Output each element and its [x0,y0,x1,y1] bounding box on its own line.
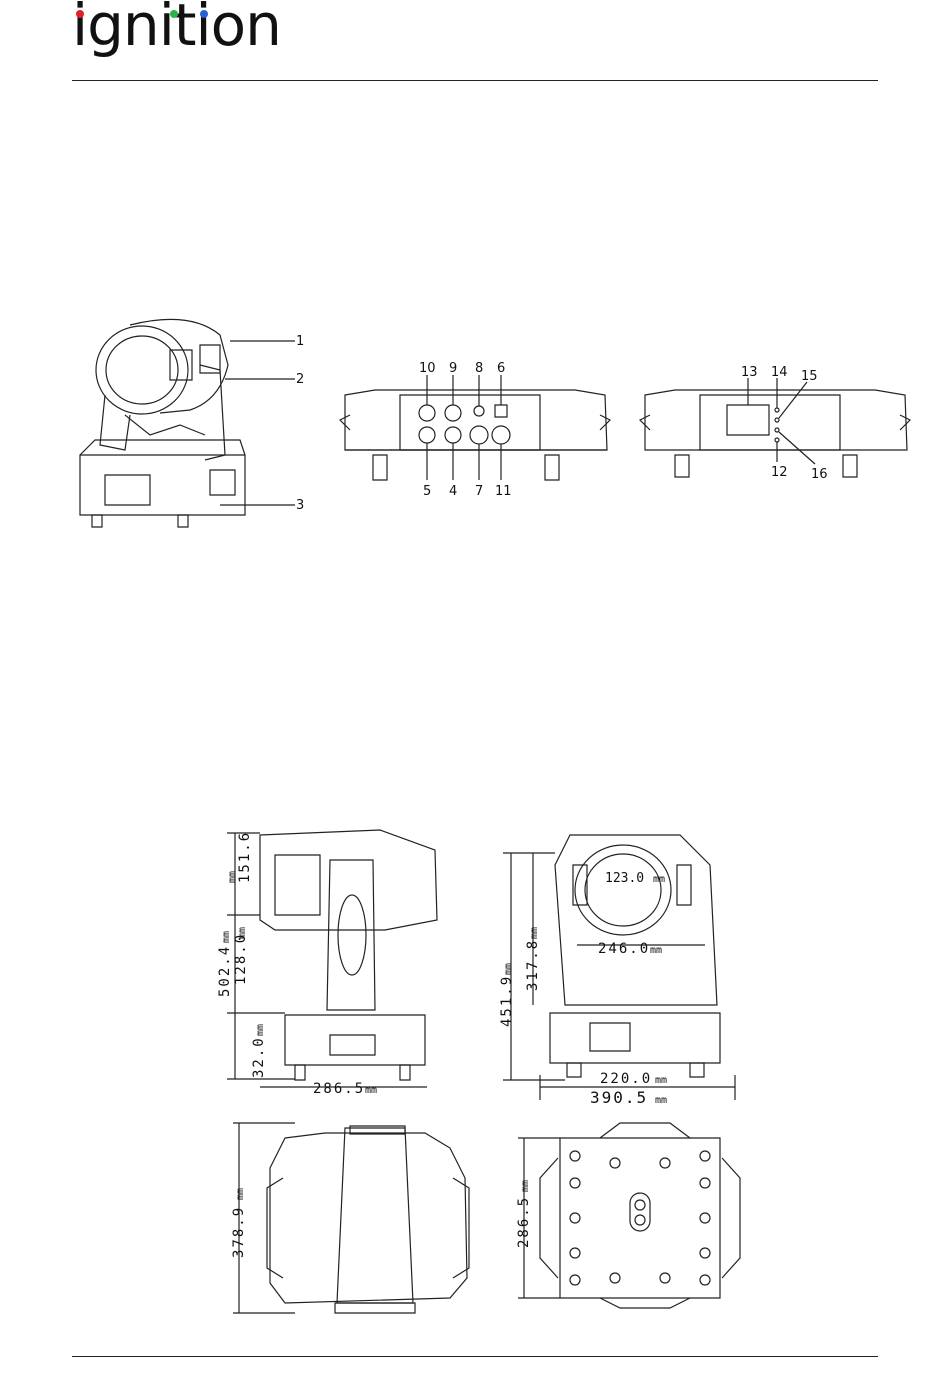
callout-13: 13 [741,365,758,380]
logo-dot-blue [200,10,208,18]
side-dimension-drawing: 151.6 mm 502.4 mm 128.0 mm 32.0 mm 286.5… [215,825,455,1100]
side-dim-286-unit: mm [365,1085,377,1096]
front-dim-390-unit: mm [655,1095,667,1106]
top-dim-378: 378.9 [231,1206,247,1258]
bottom-dim-286-unit: mm [520,1180,531,1192]
side-dim-286: 286.5 [313,1081,365,1097]
front-dim-390: 390.5 [590,1088,648,1107]
front-dim-451: 451.9 [499,975,515,1027]
callout-8: 8 [475,361,483,376]
side-dim-128-unit: mm [237,927,248,939]
callout-10: 10 [419,361,436,376]
logo-dot-red [76,10,84,18]
callout-5: 5 [423,484,431,499]
callout-15: 15 [801,369,818,384]
top-dim-378-unit: mm [235,1188,246,1200]
logo-dot-green [170,10,178,18]
header-rule [72,80,878,81]
display-panel-drawing: 13 14 15 12 16 [635,360,915,490]
front-dim-220: 220.0 [600,1071,652,1087]
front-dim-451-unit: mm [503,963,514,975]
side-dim-502: 502.4 [217,945,233,997]
front-dim-lens-unit: mm [653,874,665,885]
front-dim-yoke-unit: mm [650,945,662,956]
side-dim-502-unit: mm [221,931,232,943]
top-view-drawing: 378.9 mm [225,1118,485,1318]
front-dim-lens: 123.0 [605,871,644,886]
callout-4: 4 [449,484,457,499]
footer-rule [72,1356,878,1357]
bottom-dim-286: 286.5 [516,1196,532,1248]
callout-2: 2 [296,372,304,387]
callout-3: 3 [296,498,304,513]
callout-1: 1 [296,334,304,349]
callout-11: 11 [495,484,512,499]
side-dim-32: 32.0 [251,1036,267,1078]
callout-9: 9 [449,361,457,376]
front-dimension-drawing: 123.0 mm 246.0 mm 451.9 mm 317.8 mm 220.… [495,825,745,1110]
side-dim-151: 151.6 [237,831,253,883]
front-dim-317: 317.8 [525,939,541,991]
side-dim-128: 128.0 [233,933,249,985]
callout-14: 14 [771,365,788,380]
callout-7: 7 [475,484,483,499]
callout-6: 6 [497,361,505,376]
logo-text: ignition [72,0,281,54]
front-dim-317-unit: mm [529,927,540,939]
front-dim-220-unit: mm [655,1075,667,1086]
fixture-perspective-drawing: 1 2 3 [70,315,320,545]
front-dim-yoke: 246.0 [598,941,650,957]
callout-16: 16 [811,467,828,482]
brand-logo: ignition [72,10,302,66]
side-dim-32-unit: mm [255,1024,266,1036]
rear-connector-panel-drawing: 10 9 8 6 5 4 7 11 [335,355,615,495]
callout-12: 12 [771,465,788,480]
bottom-view-drawing: 286.5 mm [510,1118,760,1318]
side-dim-151-unit: mm [227,871,238,883]
